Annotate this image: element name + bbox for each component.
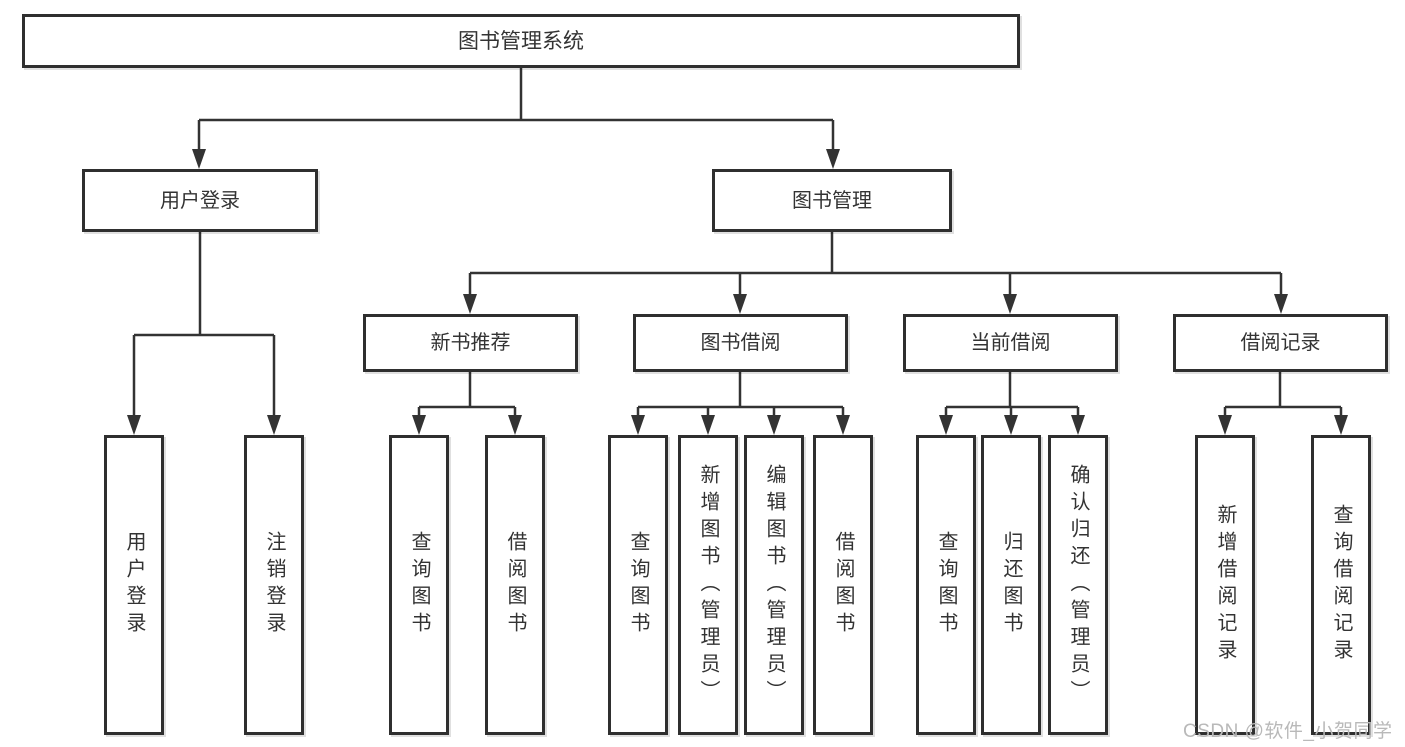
leaf-query-borrow-record: 查询借阅记录 (1311, 435, 1371, 735)
node-new-book-recommend: 新书推荐 (363, 314, 578, 372)
leaf-add-borrow-record: 新增借阅记录 (1195, 435, 1255, 735)
leaf-return-books: 归还图书 (981, 435, 1041, 735)
leaf-edit-books-admin: 编辑图书（管理员） (744, 435, 804, 735)
node-label: 图书管理系统 (458, 29, 584, 53)
node-label: 查询借阅记录 (1330, 504, 1352, 666)
node-user-login: 用户登录 (82, 169, 318, 232)
node-label: 借阅图书 (504, 531, 526, 639)
leaf-query-books: 查询图书 (608, 435, 668, 735)
node-label: 借阅记录 (1240, 332, 1321, 354)
csdn-watermark: CSDN @软件_小贺同学 (1183, 721, 1393, 742)
node-label: 新增图书（管理员） (697, 463, 719, 707)
node-label: 查询图书 (627, 531, 649, 639)
node-label: 借阅图书 (832, 531, 854, 639)
node-label: 图书管理 (792, 189, 872, 212)
node-library-management-system: 图书管理系统 (22, 14, 1020, 68)
leaf-borrow-books: 借阅图书 (813, 435, 873, 735)
node-label: 归还图书 (1000, 531, 1022, 639)
node-label: 查询图书 (935, 531, 957, 639)
node-label: 新书推荐 (430, 332, 511, 354)
leaf-borrow-books: 借阅图书 (485, 435, 545, 735)
leaf-confirm-return-admin: 确认归还（管理员） (1048, 435, 1108, 735)
node-book-management: 图书管理 (712, 169, 952, 232)
leaf-logout: 注销登录 (244, 435, 304, 735)
node-label: 确认归还（管理员） (1067, 463, 1089, 707)
node-label: 图书借阅 (700, 332, 781, 354)
node-label: 用户登录 (123, 531, 145, 639)
node-label: 查询图书 (408, 531, 430, 639)
leaf-user-login: 用户登录 (104, 435, 164, 735)
leaf-query-books: 查询图书 (389, 435, 449, 735)
node-current-borrow: 当前借阅 (903, 314, 1118, 372)
node-label: 编辑图书（管理员） (763, 463, 785, 707)
node-borrow-records: 借阅记录 (1173, 314, 1388, 372)
node-label: 用户登录 (160, 189, 240, 212)
node-label: 注销登录 (263, 531, 285, 639)
leaf-add-books-admin: 新增图书（管理员） (678, 435, 738, 735)
node-label: 新增借阅记录 (1214, 504, 1236, 666)
node-label: 当前借阅 (970, 332, 1051, 354)
leaf-query-books: 查询图书 (916, 435, 976, 735)
node-book-borrow: 图书借阅 (633, 314, 848, 372)
